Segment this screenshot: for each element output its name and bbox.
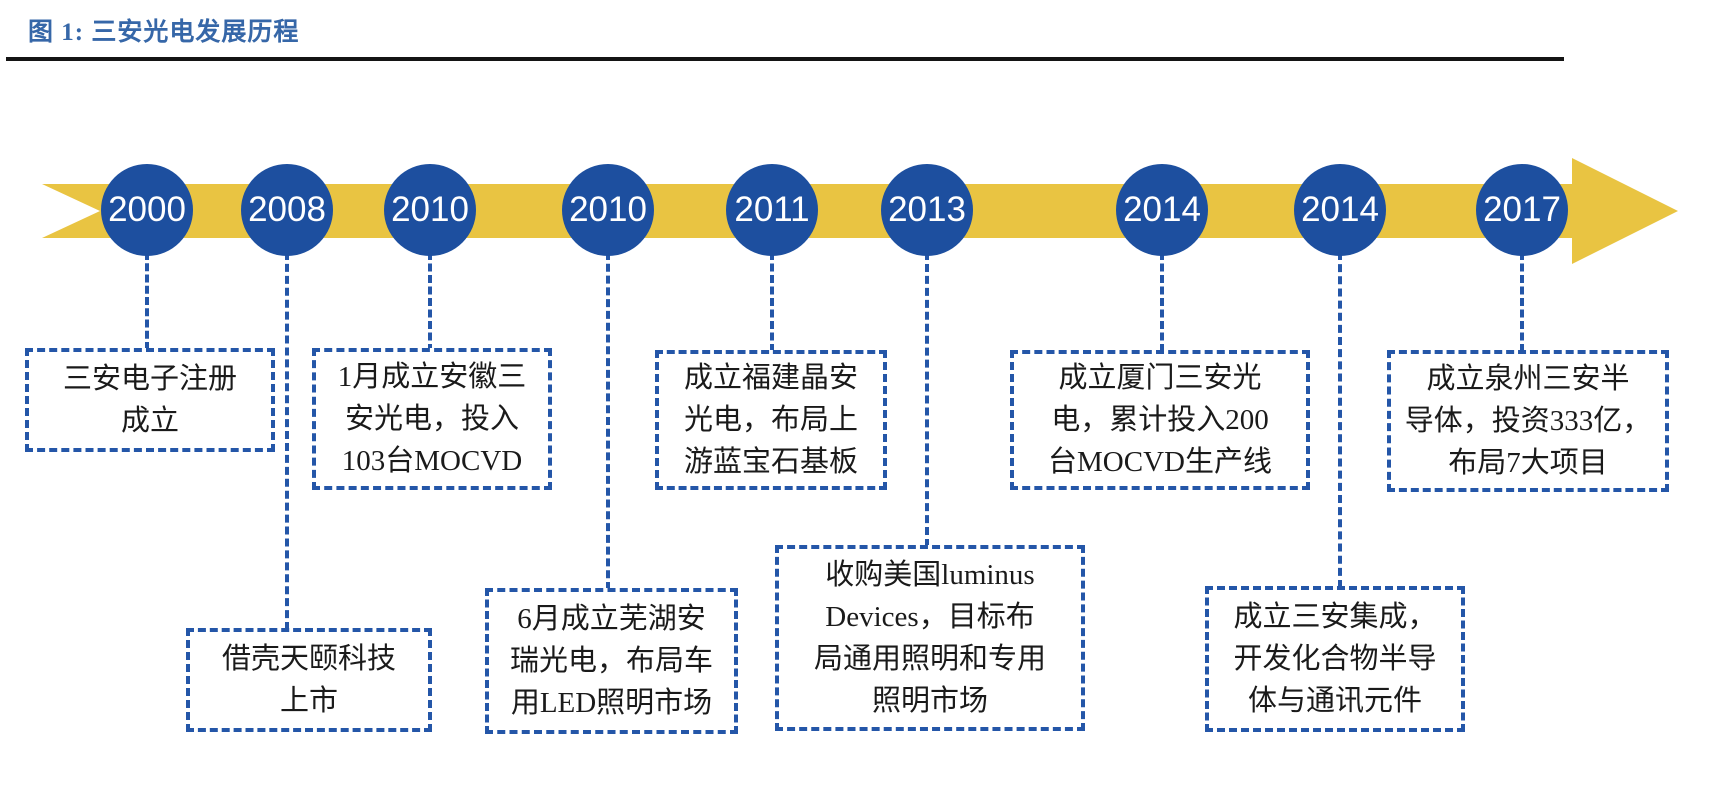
connector-line [1160,252,1164,352]
event-text-line: 成立泉州三安半 [1426,363,1630,395]
timeline-arrow-icon [42,158,1678,264]
event-box: 借壳天颐科技 上市 [186,628,432,732]
event-text-line: 体与通讯元件 [1247,685,1422,717]
connector-line [428,252,432,352]
year-label: 2011 [734,190,810,229]
event-text-line: 游蓝宝石基板 [683,446,858,478]
event-box: 成立泉州三安半 导体，投资333亿， 布局7大项目 [1387,350,1669,492]
event-box: 三安电子注册 成立 [25,348,275,452]
event-box: 6月成立芜湖安 瑞光电，布局车 用LED照明市场 [485,588,738,734]
event-text-line: 三安电子注册 [62,363,237,395]
event-text-line: 1月成立安徽三 [337,361,527,393]
event-text-line: 成立厦门三安光 [1058,362,1262,394]
connector-line [925,252,929,547]
title-divider [6,57,1564,61]
timeline-year-circle: 2014 [1294,164,1386,256]
timeline-year-circle: 2017 [1476,164,1568,256]
connector-line [1520,252,1524,352]
event-text-line: 台MOCVD生产线 [1048,446,1272,478]
event-text-line: 收购美国luminus [825,559,1035,591]
event-text-line: 103台MOCVD [341,445,523,477]
event-text-line: 瑞光电，布局车 [509,645,713,677]
figure-title: 图 1: 三安光电发展历程 [28,19,300,46]
year-label: 2017 [1483,190,1561,229]
year-label: 2010 [391,190,469,229]
year-label: 2013 [888,190,966,229]
year-label: 2014 [1123,190,1201,229]
connector-line [770,252,774,352]
event-text-line: 布局7大项目 [1448,447,1608,479]
event-text-line: 用LED照明市场 [510,687,713,719]
timeline-year-circle: 2014 [1116,164,1208,256]
connector-line [145,252,149,350]
timeline-year-circle: 2008 [241,164,333,256]
timeline-year-circle: 2010 [384,164,476,256]
timeline-year-circle: 2011 [726,164,818,256]
timeline-year-circle: 2013 [881,164,973,256]
event-text-line: 照明市场 [871,685,988,717]
event-text-line: 导体，投资333亿， [1404,405,1652,437]
event-text-line: 借壳天颐科技 [221,643,396,675]
event-text-line: 光电，布局上 [683,404,858,436]
event-box: 1月成立安徽三 安光电，投入 103台MOCVD [312,348,552,490]
event-text-line: 开发化合物半导 [1233,643,1437,675]
event-text-line: 安光电，投入 [344,403,519,435]
event-text-line: 上市 [279,685,338,717]
year-label: 2000 [108,190,186,229]
year-label: 2014 [1301,190,1379,229]
event-text-line: 成立福建晶安 [683,362,858,394]
event-box: 成立三安集成， 开发化合物半导 体与通讯元件 [1205,586,1465,732]
event-text-line: 局通用照明和专用 [813,643,1046,675]
event-text-line: 6月成立芜湖安 [517,603,706,635]
event-text-line: 电，累计投入200 [1051,404,1269,436]
event-box: 收购美国luminus Devices，目标布 局通用照明和专用 照明市场 [775,545,1085,731]
event-box: 成立厦门三安光 电，累计投入200 台MOCVD生产线 [1010,350,1310,490]
timeline-year-circle: 2010 [562,164,654,256]
event-text-line: 成立 [120,405,179,437]
year-label: 2010 [569,190,647,229]
event-text-line: 成立三安集成， [1233,601,1437,633]
event-box: 成立福建晶安 光电，布局上 游蓝宝石基板 [655,350,887,490]
connector-line [1338,252,1342,588]
connector-line [606,252,610,590]
event-text-line: Devices，目标布 [825,601,1035,633]
year-label: 2008 [248,190,326,229]
connector-line [285,252,289,630]
timeline-year-circle: 2000 [101,164,193,256]
